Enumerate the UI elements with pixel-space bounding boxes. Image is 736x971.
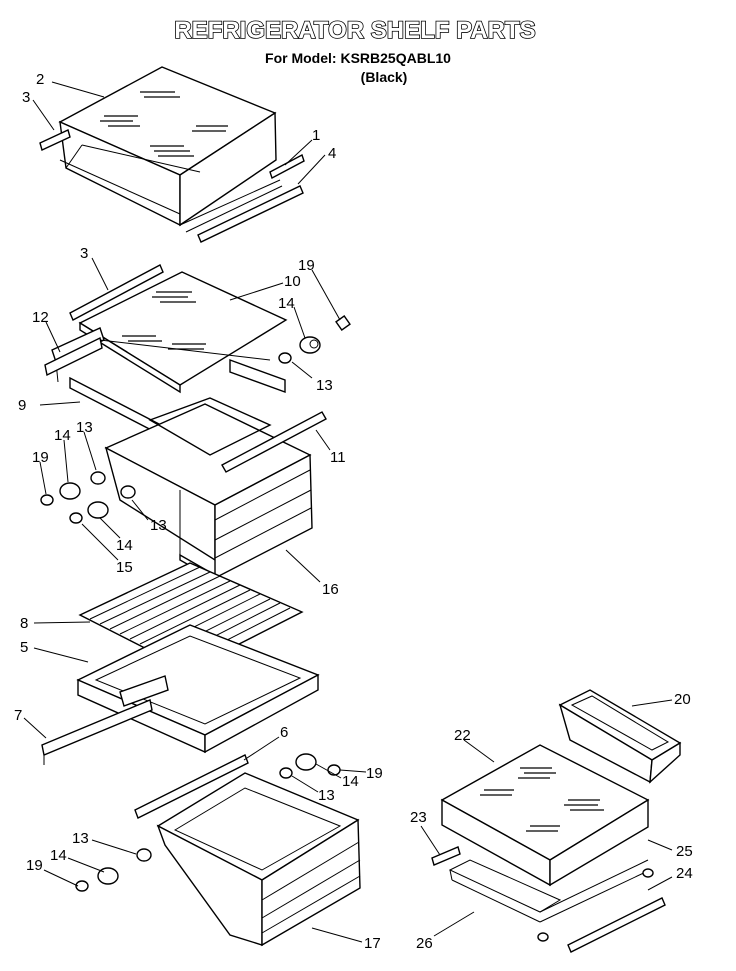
deli-drawer-part-16 bbox=[104, 397, 313, 582]
screw-part-19-left bbox=[40, 494, 54, 506]
stud-part-13-left-upper bbox=[90, 471, 106, 485]
callout-23: 23 bbox=[410, 809, 427, 826]
callout-19: 19 bbox=[26, 857, 43, 874]
left-bracket-part-12 bbox=[44, 336, 103, 377]
screw-part-19-right-bottom bbox=[327, 764, 341, 776]
top-shelf-frame bbox=[59, 144, 283, 233]
model-line: For Model: KSRB25QABL10 bbox=[265, 50, 451, 66]
roller-part-14-right-bottom bbox=[295, 753, 317, 771]
trim-strip-part-11 bbox=[221, 411, 327, 473]
trim-strip-part-24 bbox=[567, 897, 666, 953]
callout-labels: 2 3 1 4 3 19 10 14 12 13 9 13 14 11 19 1… bbox=[14, 71, 693, 952]
screw-part-19-left-bottom bbox=[75, 880, 89, 892]
trim-strip-part-1 bbox=[269, 153, 305, 180]
roller-part-14-left bbox=[59, 482, 81, 500]
callout-5: 5 bbox=[20, 639, 28, 656]
callout-13: 13 bbox=[76, 419, 93, 436]
trim-strip-part-3-top bbox=[39, 129, 71, 151]
callout-13: 13 bbox=[72, 830, 89, 847]
callout-6: 6 bbox=[280, 724, 288, 741]
trim-strip-part-4 bbox=[197, 185, 304, 243]
stud-part-13-left-bottom bbox=[136, 848, 152, 862]
callout-13: 13 bbox=[316, 377, 333, 394]
callout-16: 16 bbox=[322, 581, 339, 598]
roller-part-14-right-top bbox=[299, 336, 321, 354]
shelf-frame-part-26 bbox=[448, 859, 654, 942]
callout-14: 14 bbox=[116, 537, 133, 554]
trim-strip-part-3-middle bbox=[69, 264, 164, 321]
callout-14: 14 bbox=[54, 427, 71, 444]
top-glass-shelf bbox=[58, 66, 277, 227]
trim-strip-part-23 bbox=[431, 846, 461, 866]
callout-19: 19 bbox=[298, 257, 315, 274]
callout-3: 3 bbox=[80, 245, 88, 262]
callout-15: 15 bbox=[116, 559, 133, 576]
crisper-drawer-part-17 bbox=[156, 772, 361, 947]
callout-14: 14 bbox=[50, 847, 67, 864]
callout-26: 26 bbox=[416, 935, 433, 952]
callout-11: 11 bbox=[330, 449, 346, 466]
callout-24: 24 bbox=[676, 865, 693, 882]
crisper-rail-part-7 bbox=[41, 699, 153, 765]
leader-lines bbox=[23, 81, 673, 943]
callout-25: 25 bbox=[676, 843, 693, 860]
callout-7: 7 bbox=[14, 707, 22, 724]
callout-20: 20 bbox=[674, 691, 691, 708]
callout-2: 2 bbox=[36, 71, 44, 88]
callout-22: 22 bbox=[454, 727, 471, 744]
callout-3: 3 bbox=[22, 89, 30, 106]
screw-part-15 bbox=[69, 512, 83, 524]
roller-part-14-left-lower bbox=[87, 501, 109, 519]
screw-part-19-right-top bbox=[335, 315, 351, 331]
diagram-title: REFRIGERATOR SHELF PARTS bbox=[174, 17, 535, 44]
callout-9: 9 bbox=[18, 397, 26, 414]
callout-13: 13 bbox=[150, 517, 167, 534]
crisper-rail-part-6 bbox=[134, 754, 249, 819]
bin-part-20 bbox=[558, 689, 682, 784]
callout-8: 8 bbox=[20, 615, 28, 632]
stud-part-13-left-lower bbox=[120, 485, 136, 499]
callout-4: 4 bbox=[328, 145, 336, 162]
stud-part-13-right-bottom bbox=[279, 767, 293, 779]
callout-17: 17 bbox=[364, 935, 381, 952]
callout-14: 14 bbox=[342, 773, 359, 790]
callout-10: 10 bbox=[284, 273, 301, 290]
callout-14: 14 bbox=[278, 295, 295, 312]
glass-shelf-part-22 bbox=[440, 744, 650, 887]
callout-19: 19 bbox=[32, 449, 49, 466]
callout-12: 12 bbox=[32, 309, 49, 326]
callout-13: 13 bbox=[318, 787, 335, 804]
callout-19: 19 bbox=[366, 765, 383, 782]
stud-part-13-right-top bbox=[278, 352, 292, 364]
color-line: (Black) bbox=[361, 69, 408, 85]
crisper-frame-part-5 bbox=[76, 624, 320, 754]
callout-1: 1 bbox=[312, 127, 320, 144]
